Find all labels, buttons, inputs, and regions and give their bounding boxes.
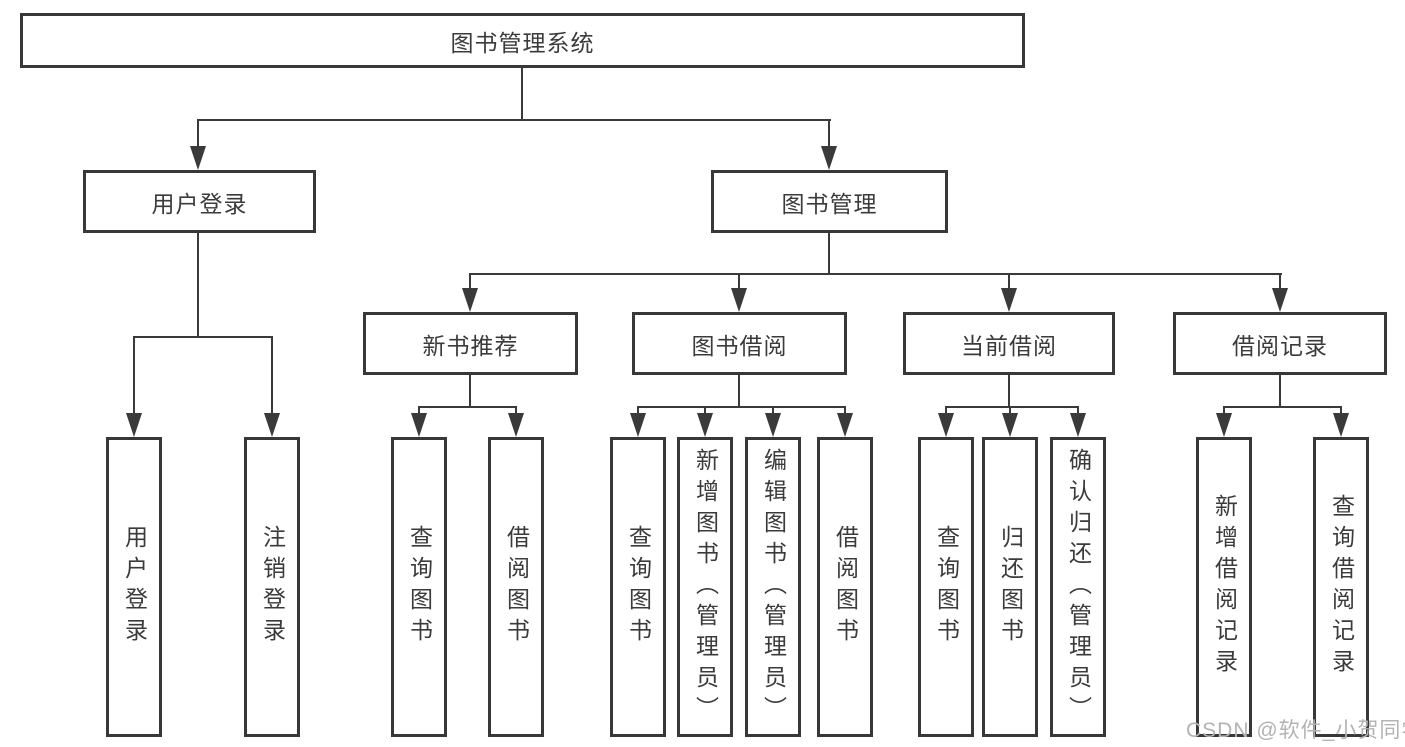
- leaf-bb-edit-book-admin: 编辑图书（管理员）: [745, 437, 801, 737]
- connector-nbr-stem: [469, 375, 471, 408]
- arrow-down: [630, 413, 646, 437]
- node-book-management: 图书管理: [711, 170, 948, 233]
- connector-book-mgmt-stem: [828, 233, 830, 275]
- connector-to-new-book-recommendation: [469, 273, 471, 290]
- arrow-down: [821, 146, 837, 170]
- arrow-down: [1002, 413, 1018, 437]
- connector-user-login-crossbar: [133, 336, 273, 338]
- leaf-cb-query-books: 查询图书: [918, 437, 974, 737]
- watermark: CSDN @软件_小贺同学: [1186, 719, 1405, 742]
- leaf-label: 查询图书: [933, 525, 960, 649]
- connector-to-book-borrowing: [738, 273, 740, 290]
- connector-to-br-query: [1340, 406, 1342, 416]
- node-user-login: 用户登录: [83, 170, 316, 233]
- connector-to-bb-borrow: [844, 406, 846, 416]
- node-borrowing-records: 借阅记录: [1173, 312, 1387, 375]
- arrow-down: [1333, 413, 1349, 437]
- connector-root-stem: [521, 68, 523, 121]
- arrow-down: [190, 146, 206, 170]
- node-label: 图书管理系统: [450, 29, 595, 56]
- connector-to-bb-query: [637, 406, 639, 416]
- leaf-cb-confirm-return-admin: 确认归还（管理员）: [1050, 437, 1106, 737]
- node-label: 图书借阅: [691, 332, 788, 359]
- arrow-down: [508, 413, 524, 437]
- connector-root-crossbar: [197, 119, 831, 121]
- node-label: 新书推荐: [422, 332, 519, 359]
- connector-bb-stem: [738, 375, 740, 408]
- connector-to-current-borrowing: [1008, 273, 1010, 290]
- connector-to-nbr-borrow: [515, 406, 517, 416]
- connector-to-cb-confirm: [1077, 406, 1079, 416]
- node-label: 当前借阅: [961, 332, 1057, 359]
- node-label: 借阅记录: [1232, 332, 1328, 359]
- leaf-br-query-record: 查询借阅记录: [1313, 437, 1369, 737]
- connector-to-leaf-user-login: [133, 336, 135, 415]
- leaf-label: 查询图书: [406, 525, 433, 649]
- leaf-label: 确认归还（管理员）: [1065, 447, 1092, 727]
- node-new-book-recommendation: 新书推荐: [363, 312, 578, 375]
- leaf-label: 新增借阅记录: [1211, 494, 1238, 680]
- node-library-system: 图书管理系统: [20, 13, 1025, 68]
- connector-br-stem: [1279, 375, 1281, 408]
- leaf-bb-add-book-admin: 新增图书（管理员）: [677, 437, 733, 737]
- arrow-down: [1216, 413, 1232, 437]
- node-label: 用户登录: [151, 190, 248, 217]
- leaf-bb-query-books: 查询图书: [610, 437, 666, 737]
- arrow-down: [126, 413, 142, 437]
- arrow-down: [264, 413, 280, 437]
- arrow-down: [731, 288, 747, 312]
- connector-cb-stem: [1008, 375, 1010, 408]
- leaf-nbr-borrow-books: 借阅图书: [488, 437, 544, 737]
- arrow-down: [1070, 413, 1086, 437]
- connector-bb-crossbar: [637, 406, 846, 408]
- leaf-cb-return-book: 归还图书: [982, 437, 1038, 737]
- connector-to-bb-edit: [772, 406, 774, 416]
- leaf-label: 编辑图书（管理员）: [760, 447, 787, 727]
- leaf-label: 借阅图书: [503, 525, 530, 649]
- connector-br-crossbar: [1223, 406, 1342, 408]
- leaf-logout: 注销登录: [244, 437, 300, 737]
- connector-user-login-stem: [197, 233, 199, 338]
- leaf-bb-borrow-books: 借阅图书: [817, 437, 873, 737]
- connector-to-book-management: [828, 119, 830, 148]
- connector-to-br-add: [1223, 406, 1225, 416]
- arrow-down: [938, 413, 954, 437]
- node-label: 图书管理: [781, 190, 878, 217]
- connector-to-borrowing-records: [1279, 273, 1281, 290]
- leaf-label: 查询图书: [625, 525, 652, 649]
- leaf-nbr-query-books: 查询图书: [391, 437, 447, 737]
- connector-to-bb-add: [704, 406, 706, 416]
- node-current-borrowing: 当前借阅: [903, 312, 1115, 375]
- arrow-down: [765, 413, 781, 437]
- leaf-user-login: 用户登录: [106, 437, 162, 737]
- connector-to-cb-return: [1009, 406, 1011, 416]
- leaf-label: 新增图书（管理员）: [692, 447, 719, 727]
- leaf-label: 查询借阅记录: [1328, 494, 1355, 680]
- leaf-label: 借阅图书: [832, 525, 859, 649]
- leaf-label: 用户登录: [121, 525, 148, 649]
- arrow-down: [462, 288, 478, 312]
- connector-to-user-login: [197, 119, 199, 148]
- leaf-label: 归还图书: [997, 525, 1024, 649]
- connector-to-leaf-logout: [271, 336, 273, 415]
- node-book-borrowing: 图书借阅: [632, 312, 847, 375]
- leaf-br-add-record: 新增借阅记录: [1196, 437, 1252, 737]
- arrow-down: [1272, 288, 1288, 312]
- connector-to-nbr-query: [418, 406, 420, 416]
- arrow-down: [837, 413, 853, 437]
- arrow-down: [1001, 288, 1017, 312]
- leaf-label: 注销登录: [259, 525, 286, 649]
- arrow-down: [697, 413, 713, 437]
- connector-to-cb-query: [945, 406, 947, 416]
- connector-cb-crossbar: [945, 406, 1079, 408]
- connector-nbr-crossbar: [418, 406, 517, 408]
- connector-book-mgmt-crossbar: [469, 273, 1282, 275]
- arrow-down: [411, 413, 427, 437]
